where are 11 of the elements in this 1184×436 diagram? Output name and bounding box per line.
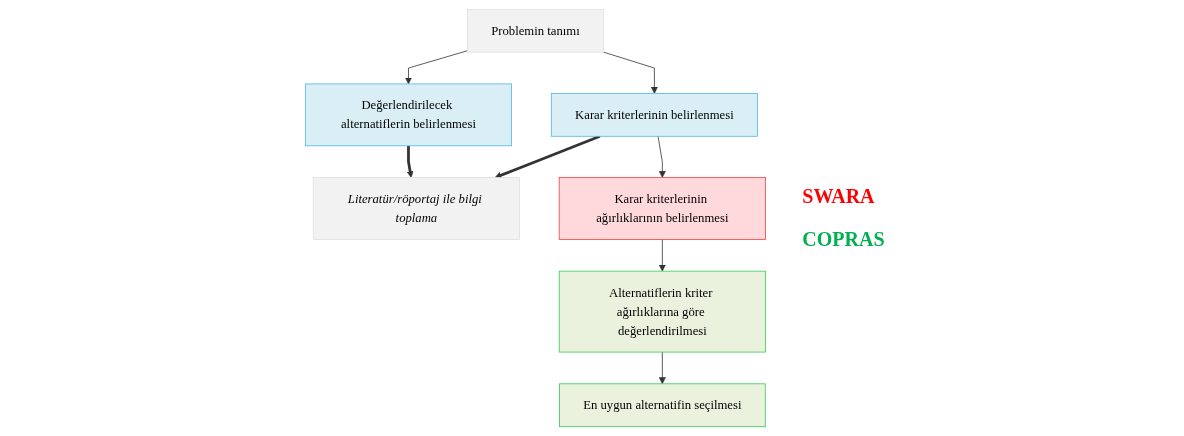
arrow <box>495 135 601 179</box>
node-box: Problemin tanımı <box>467 8 605 53</box>
node-box: Literatür/röportaj ile bilgi toplama <box>313 177 521 240</box>
method-label: COPRAS <box>802 228 885 251</box>
node-box: Alternatiflerin kriter ağırlıklarına göre değerlendirilmesi <box>559 270 767 353</box>
node-box: En uygun alternatifin seçilmesi <box>559 383 767 428</box>
method-label: SWARA <box>802 185 876 208</box>
node-box: Karar kriterlerinin ağırlıklarının belirlenmesi <box>559 177 767 240</box>
arrow <box>407 145 414 178</box>
node-box: Karar kriterlerinin belirlenmesi <box>551 93 759 137</box>
node-box: Değerlendirilecek alternatiflerin belirlenmesi <box>305 83 513 147</box>
